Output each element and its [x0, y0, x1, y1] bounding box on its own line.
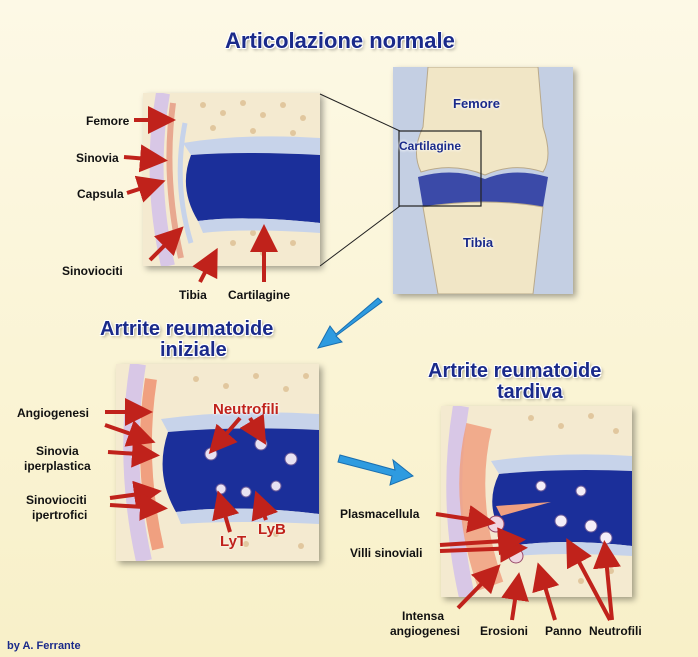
late-label-plasmacellula: Plasmacellula — [340, 507, 419, 521]
knee-label-femore: Femore — [453, 96, 500, 111]
zoom-connector-top — [320, 94, 400, 131]
normal-label-sinoviociti: Sinoviociti — [62, 264, 123, 278]
normal-label-femore: Femore — [86, 114, 129, 128]
late-label-intensa-line1: Intensa — [402, 609, 444, 623]
normal-label-capsula: Capsula — [77, 187, 124, 201]
early-label-angiogenesi: Angiogenesi — [17, 406, 89, 420]
early-label-sinovia-line1: Sinovia — [36, 444, 79, 458]
title-early-ra-line1: Artrite reumatoide — [100, 318, 273, 341]
title-late-ra-line1: Artrite reumatoide — [428, 360, 601, 383]
knee-label-cartilagine: Cartilagine — [399, 139, 461, 153]
early-ra-closeup — [116, 364, 319, 561]
late-ra-closeup — [441, 406, 632, 597]
author-credit: by A. Ferrante — [7, 640, 81, 652]
title-early-ra-line2: iniziale — [160, 339, 227, 362]
early-label-sinoviociti-line2: ipertrofici — [32, 508, 87, 522]
early-label-lyt: LyT — [220, 533, 246, 550]
late-label-erosioni: Erosioni — [480, 624, 528, 638]
normal-label-cartilagine: Cartilagine — [228, 288, 290, 302]
title-late-ra-line2: tardiva — [497, 381, 563, 404]
blue-arrow-to-late — [338, 455, 413, 485]
late-label-villi: Villi sinoviali — [350, 546, 422, 560]
early-label-sinoviociti-line1: Sinoviociti — [26, 493, 87, 507]
blue-arrow-to-early — [318, 298, 382, 348]
late-label-neutrofili: Neutrofili — [589, 624, 642, 638]
late-label-intensa-line2: angiogenesi — [390, 624, 460, 638]
early-label-sinovia-line2: iperplastica — [24, 459, 91, 473]
early-label-lyb: LyB — [258, 521, 286, 538]
late-label-panno: Panno — [545, 624, 582, 638]
normal-label-sinovia: Sinovia — [76, 151, 119, 165]
title-normal-joint: Articolazione normale — [225, 28, 455, 54]
early-label-neutrofili: Neutrofili — [213, 401, 279, 418]
normal-label-tibia: Tibia — [179, 288, 207, 302]
zoom-connector-bottom — [320, 206, 400, 266]
knee-label-tibia: Tibia — [463, 235, 493, 250]
normal-joint-closeup — [143, 93, 320, 266]
